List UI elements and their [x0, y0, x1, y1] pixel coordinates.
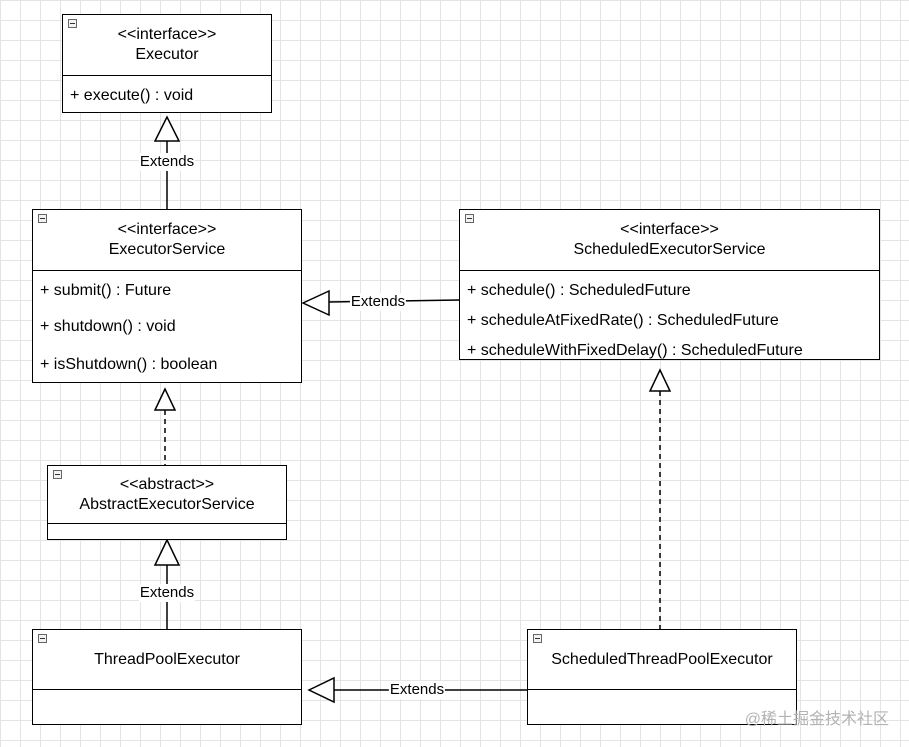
class-header: <<interface>> Executor	[63, 15, 271, 76]
class-name: Executor	[135, 46, 199, 63]
class-header: ScheduledThreadPoolExecutor	[528, 630, 796, 690]
realization-arrowhead	[153, 387, 177, 411]
realization-arrowhead	[648, 368, 672, 392]
class-members: + execute() : void	[63, 76, 271, 112]
method-scheduleatfixedrate: + scheduleAtFixedRate() : ScheduledFutur…	[467, 312, 779, 329]
class-name: ScheduledExecutorService	[573, 241, 766, 258]
class-name: AbstractExecutorService	[79, 495, 255, 513]
class-scheduledexecutorservice[interactable]: <<interface>> ScheduledExecutorService +…	[459, 209, 880, 360]
class-stereotype: <<interface>>	[117, 221, 217, 238]
class-name: ExecutorService	[108, 241, 226, 258]
method-schedulewithfixeddelay: + scheduleWithFixedDelay() : ScheduledFu…	[467, 342, 803, 359]
class-header: <<interface>> ScheduledExecutorService	[460, 210, 879, 271]
edge-label-extends: Extends	[388, 681, 446, 699]
class-members: + schedule() : ScheduledFuture + schedul…	[460, 271, 879, 359]
collapse-icon[interactable]	[38, 214, 47, 223]
class-abstractexecutorservice[interactable]: <<abstract>> AbstractExecutorService	[47, 465, 287, 540]
collapse-icon[interactable]	[68, 19, 77, 28]
edge-label-extends: Extends	[138, 584, 196, 602]
class-executor[interactable]: <<interface>> Executor + execute() : voi…	[62, 14, 272, 113]
collapse-icon[interactable]	[38, 634, 47, 643]
class-executorservice[interactable]: <<interface>> ExecutorService + submit()…	[32, 209, 302, 383]
generalization-arrowhead	[153, 115, 181, 142]
class-name: ThreadPoolExecutor	[94, 650, 240, 668]
generalization-arrowhead	[307, 676, 335, 704]
class-name: ScheduledThreadPoolExecutor	[551, 650, 773, 668]
method-shutdown: + shutdown() : void	[40, 318, 176, 335]
generalization-arrowhead	[153, 538, 181, 566]
class-stereotype: <<interface>>	[620, 221, 719, 238]
collapse-icon[interactable]	[465, 214, 474, 223]
generalization-arrowhead	[301, 289, 330, 317]
edge-label-extends: Extends	[138, 153, 196, 171]
watermark: @稀土掘金技术社区	[744, 711, 889, 728]
method-submit: + submit() : Future	[40, 282, 172, 299]
collapse-icon[interactable]	[533, 634, 542, 643]
collapse-icon[interactable]	[53, 470, 62, 479]
class-header: ThreadPoolExecutor	[33, 630, 301, 690]
class-threadpoolexecutor[interactable]: ThreadPoolExecutor	[32, 629, 302, 725]
class-stereotype: <<abstract>>	[119, 475, 215, 493]
edge-label-extends: Extends	[349, 293, 407, 311]
class-scheduledthreadpoolexecutor[interactable]: ScheduledThreadPoolExecutor	[527, 629, 797, 725]
class-stereotype: <<interface>>	[117, 26, 217, 43]
method-execute: + execute() : void	[70, 87, 194, 104]
class-header: <<interface>> ExecutorService	[33, 210, 301, 271]
class-header: <<abstract>> AbstractExecutorService	[48, 466, 286, 524]
method-isshutdown: + isShutdown() : boolean	[40, 356, 218, 373]
class-members: + submit() : Future + shutdown() : void …	[33, 271, 301, 382]
method-schedule: + schedule() : ScheduledFuture	[467, 282, 691, 299]
